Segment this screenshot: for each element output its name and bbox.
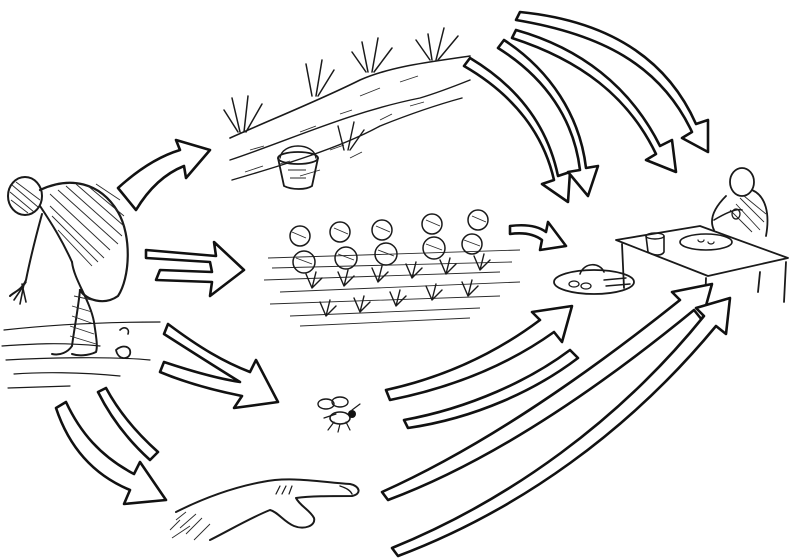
arrow-defecation-to-water xyxy=(116,138,212,212)
food-plate-icon xyxy=(553,263,635,295)
hand-icon xyxy=(169,478,360,541)
water-bucket-icon xyxy=(277,145,319,190)
arrow-defecation-to-crops xyxy=(144,240,246,298)
arrow-defecation-to-fly xyxy=(158,322,280,410)
eating-person-icon xyxy=(615,167,789,331)
arrow-water-to-person-1 xyxy=(510,28,678,174)
arrow-water-to-food-1 xyxy=(462,56,572,204)
contaminated-water-scene xyxy=(223,27,471,190)
fly-icon xyxy=(317,396,361,433)
arrow-fly-to-food-1 xyxy=(384,304,574,402)
arrow-fly-to-food-2 xyxy=(402,348,580,430)
arrow-water-to-person-2 xyxy=(514,10,710,154)
arrow-hand-to-person-2 xyxy=(390,296,732,558)
squatting-person-icon xyxy=(1,176,161,389)
arrow-defecation-to-hand xyxy=(54,386,168,506)
crop-field-icon xyxy=(263,209,521,327)
arrow-water-to-food-2 xyxy=(496,38,600,198)
arrow-crops-to-food xyxy=(508,220,568,252)
